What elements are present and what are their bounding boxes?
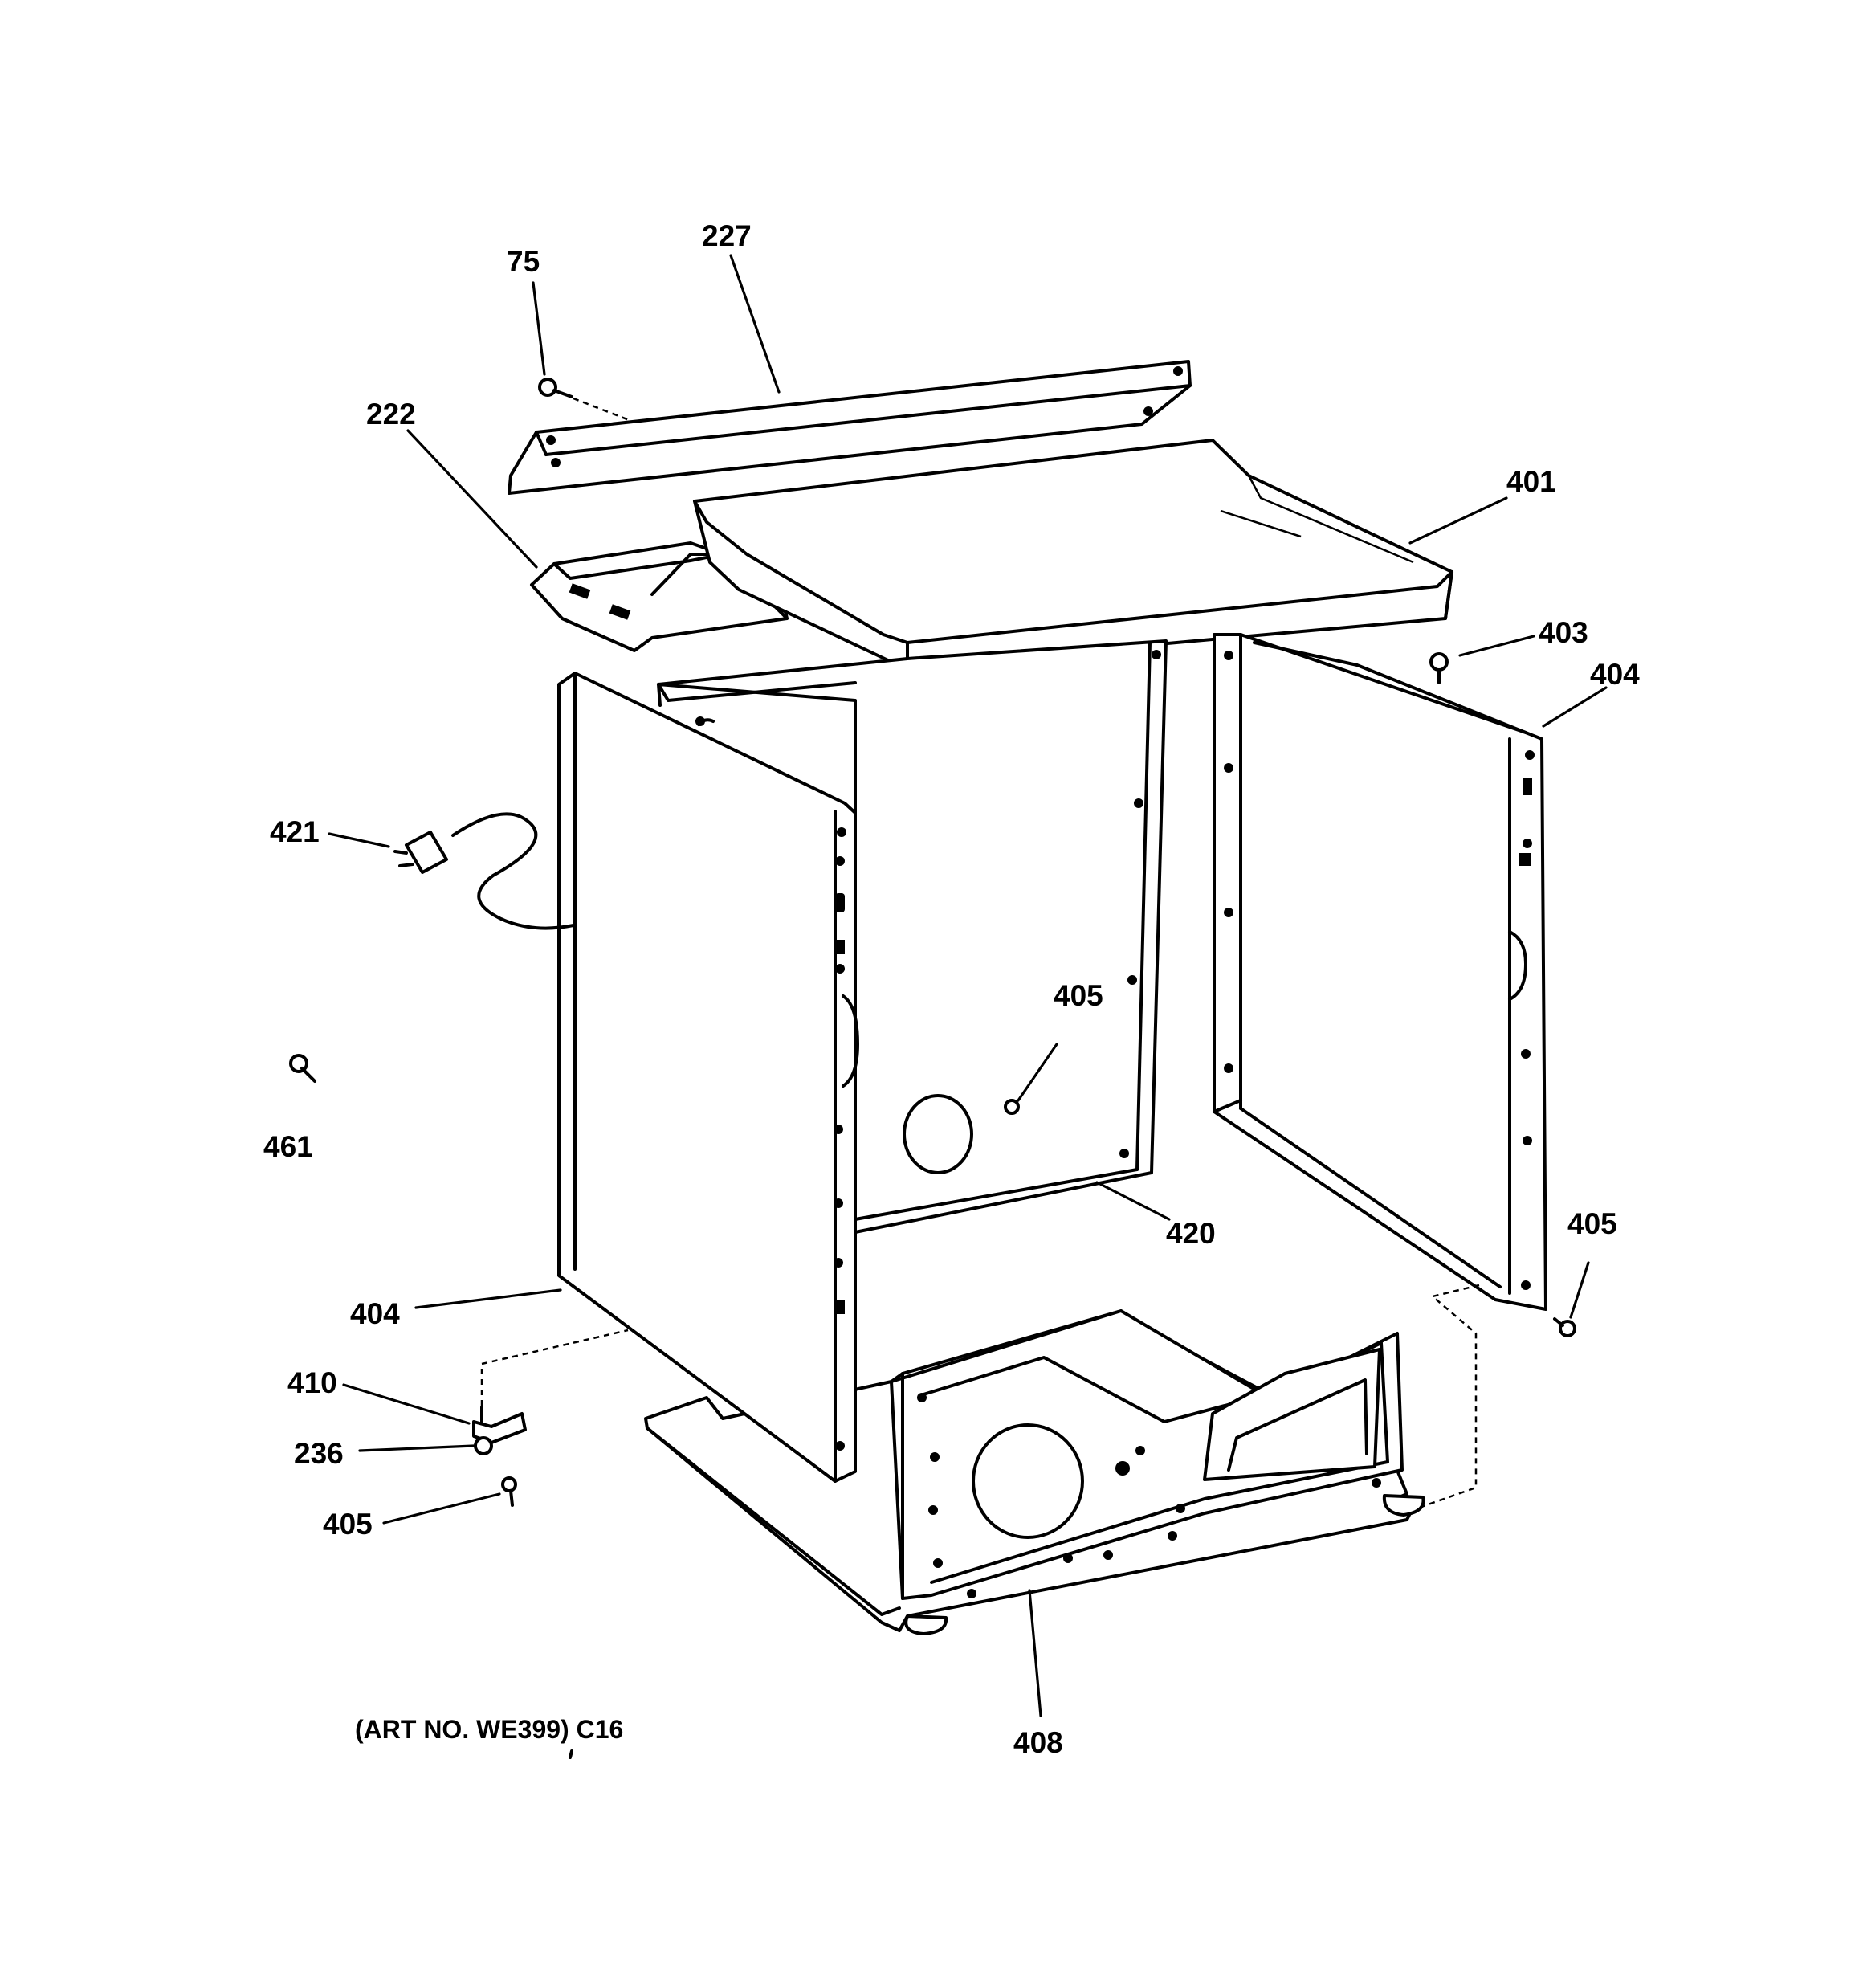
label-403: 403 bbox=[1539, 616, 1588, 649]
stray-mark bbox=[569, 1749, 573, 1759]
screw-75 bbox=[538, 378, 632, 423]
leader-lines bbox=[328, 254, 1608, 1717]
screw-403 bbox=[1429, 652, 1449, 684]
label-222: 222 bbox=[366, 398, 416, 431]
label-420: 420 bbox=[1166, 1217, 1216, 1250]
screw-405-left bbox=[501, 1476, 517, 1507]
label-227: 227 bbox=[702, 219, 752, 252]
label-405-right: 405 bbox=[1567, 1207, 1617, 1240]
part-421-power-cord bbox=[393, 812, 575, 930]
part-labels: 75 227 222 401 403 404 421 405 461 420 4… bbox=[263, 219, 1640, 1759]
label-410: 410 bbox=[287, 1366, 337, 1399]
label-408: 408 bbox=[1013, 1726, 1063, 1759]
part-401-top-panel bbox=[693, 439, 1453, 668]
art-number-note: (ART NO. WE399) C16 bbox=[355, 1715, 623, 1744]
screw-461 bbox=[289, 1054, 316, 1083]
label-75: 75 bbox=[507, 245, 540, 278]
label-401: 401 bbox=[1506, 465, 1556, 498]
part-404-right-side-panel bbox=[1213, 633, 1547, 1311]
label-236: 236 bbox=[294, 1437, 344, 1470]
part-404-left-side-panel bbox=[557, 672, 859, 1483]
screw-405-center bbox=[1004, 1099, 1020, 1115]
label-404-right: 404 bbox=[1590, 658, 1640, 691]
label-405-center: 405 bbox=[1054, 979, 1103, 1012]
label-461: 461 bbox=[263, 1130, 313, 1163]
label-404-left: 404 bbox=[350, 1297, 400, 1330]
label-421: 421 bbox=[270, 815, 320, 848]
part-408-base bbox=[644, 1309, 1425, 1635]
assembly-dashed-lines bbox=[480, 1284, 1480, 1508]
screw-405-right bbox=[1553, 1317, 1576, 1337]
label-405-left: 405 bbox=[323, 1508, 373, 1541]
part-410-leveling-leg bbox=[472, 1406, 527, 1455]
part-227-top-rail bbox=[508, 360, 1192, 495]
part-420-back-panel bbox=[657, 639, 1168, 1234]
